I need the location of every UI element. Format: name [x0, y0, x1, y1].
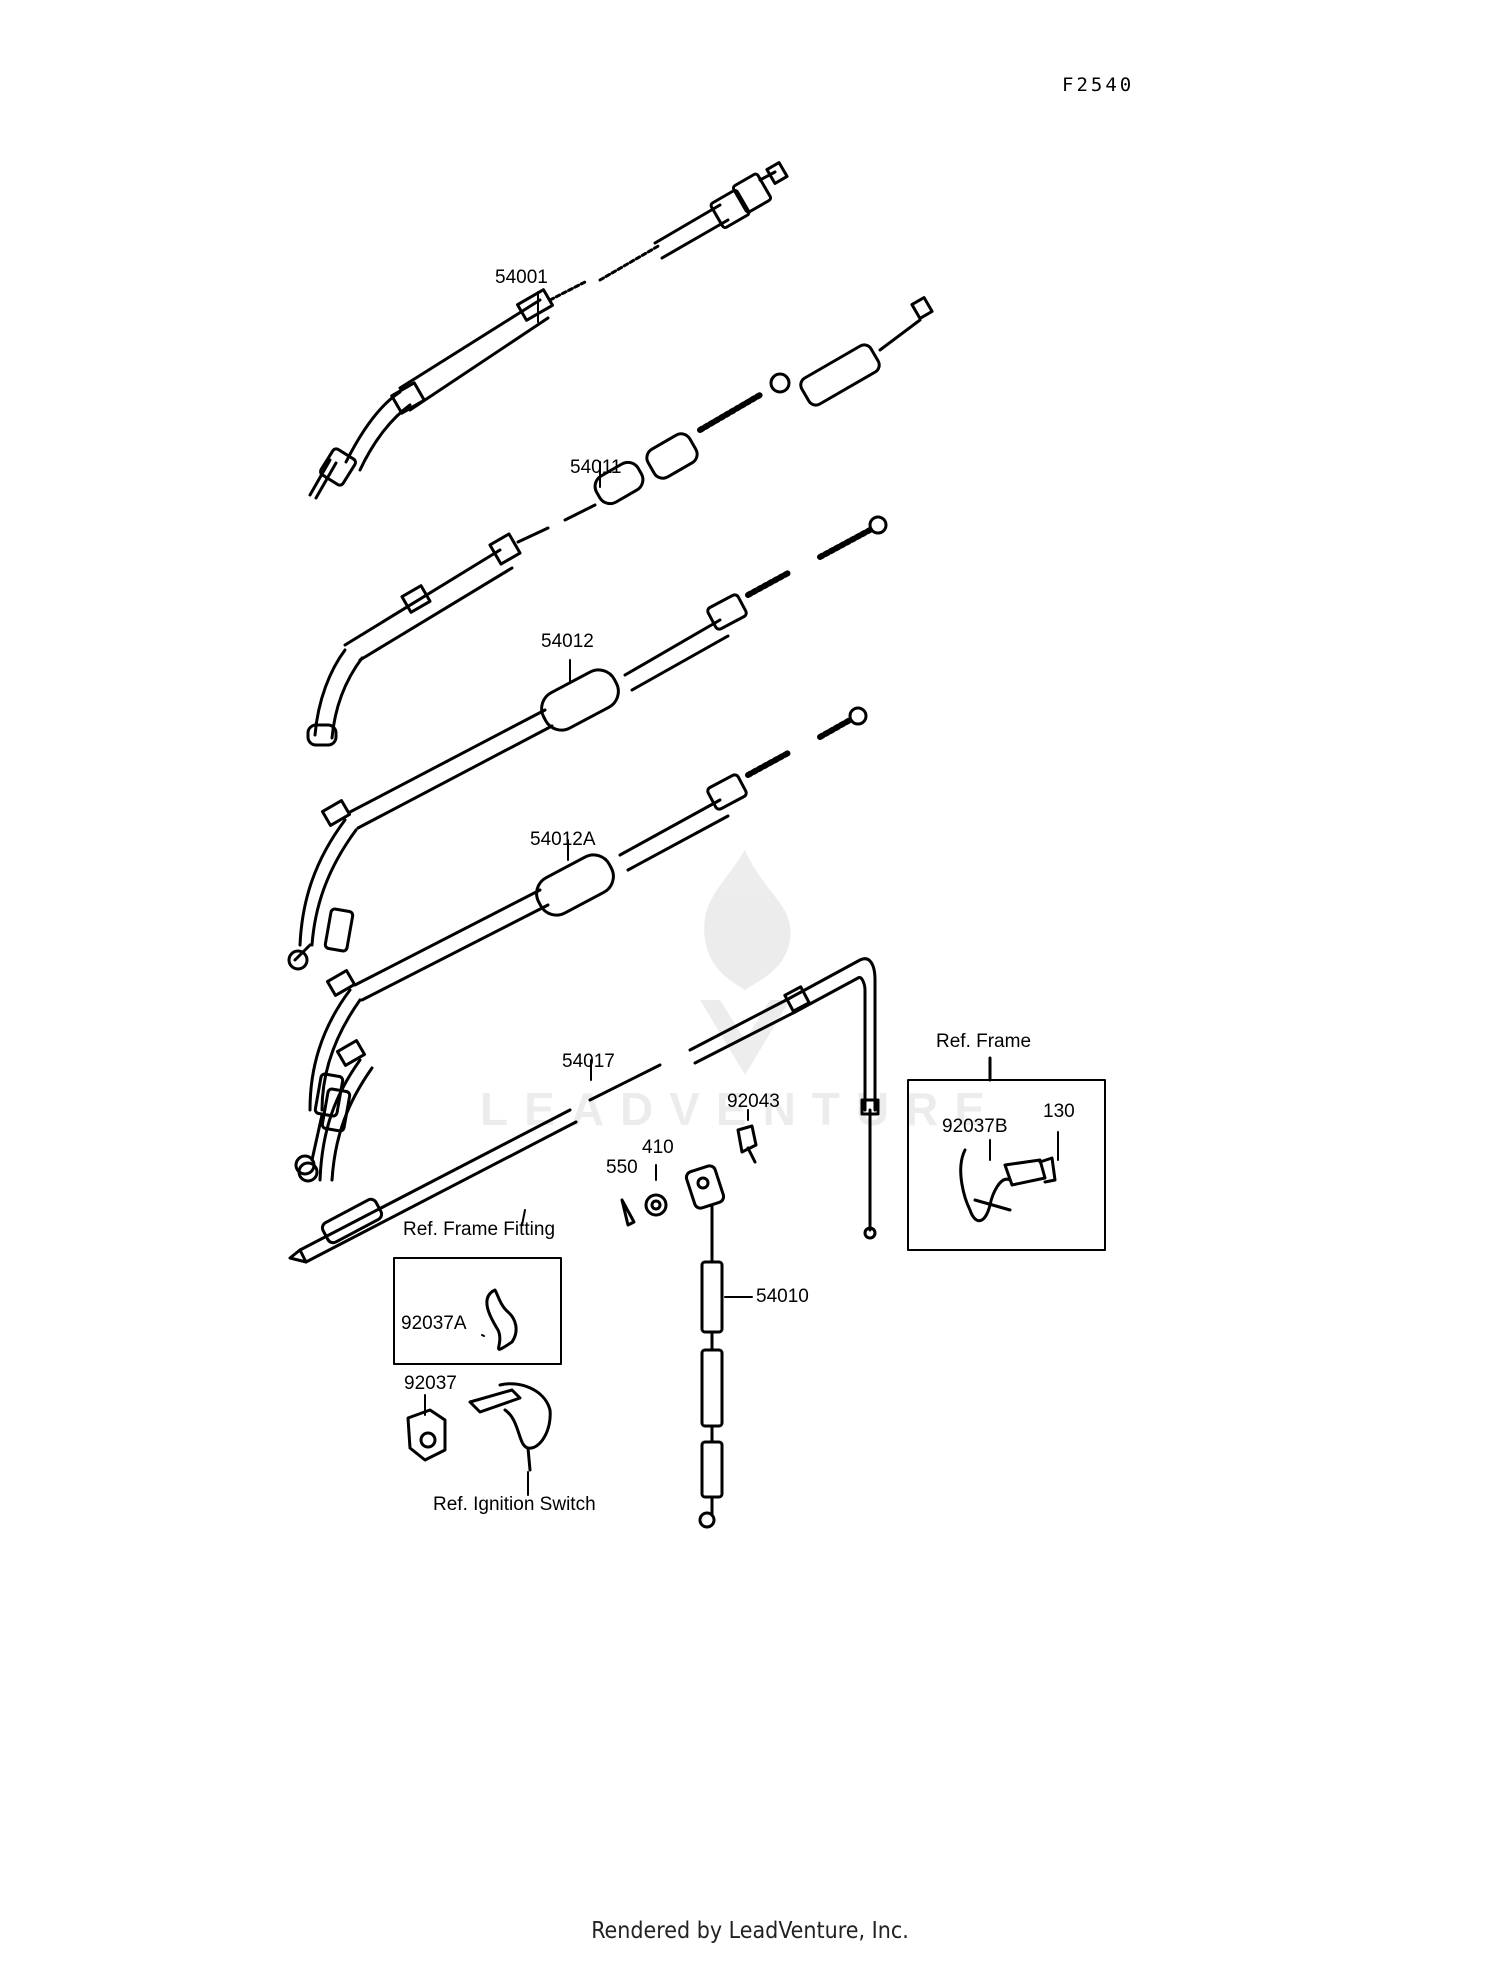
part-label-410[interactable]: 410	[642, 1137, 674, 1158]
watermark-logo	[700, 850, 791, 1075]
part-label-130[interactable]: 130	[1043, 1101, 1075, 1122]
watermark: LEADVENTURE	[480, 1083, 1002, 1135]
speedometer-cable-54001	[308, 161, 789, 500]
ref-frame-fitting-box	[393, 1257, 562, 1365]
clip-92037A	[485, 1288, 518, 1351]
part-label-54011[interactable]: 54011	[570, 457, 622, 478]
leader-lines	[424, 291, 1059, 1496]
part-label-92037A[interactable]: 92037A	[401, 1313, 467, 1334]
part-label-54001[interactable]: 54001	[495, 267, 548, 288]
part-label-54010[interactable]: 54010	[756, 1286, 809, 1307]
part-label-92037B[interactable]: 92037B	[942, 1116, 1008, 1137]
ref-frame-label: Ref. Frame	[936, 1031, 1032, 1052]
cable-54017	[288, 957, 880, 1264]
cable-54010	[684, 1164, 726, 1529]
part-label-92043[interactable]: 92043	[727, 1091, 780, 1112]
part-label-550[interactable]: 550	[606, 1157, 638, 1178]
part-label-54017[interactable]: 54017	[562, 1051, 615, 1072]
part-label-54012[interactable]: 54012	[541, 631, 594, 652]
footer-credit: Rendered by LeadVenture, Inc.	[591, 1918, 909, 1944]
ref-frame-box	[907, 1079, 1106, 1251]
diagram-code: F2540	[1062, 74, 1135, 96]
cable-54012	[287, 515, 888, 971]
cable-54012A	[294, 706, 868, 1176]
cable-lower	[297, 1039, 374, 1183]
ref-frame-fitting-label: Ref. Frame Fitting	[403, 1219, 556, 1240]
cable-54011	[306, 296, 934, 747]
clamp-92037	[406, 1382, 552, 1472]
part-label-54012A[interactable]: 54012A	[530, 829, 596, 850]
small-hardware	[620, 1124, 1057, 1227]
ref-ignition-switch-label: Ref. Ignition Switch	[433, 1494, 596, 1515]
part-label-92037[interactable]: 92037	[404, 1373, 457, 1394]
